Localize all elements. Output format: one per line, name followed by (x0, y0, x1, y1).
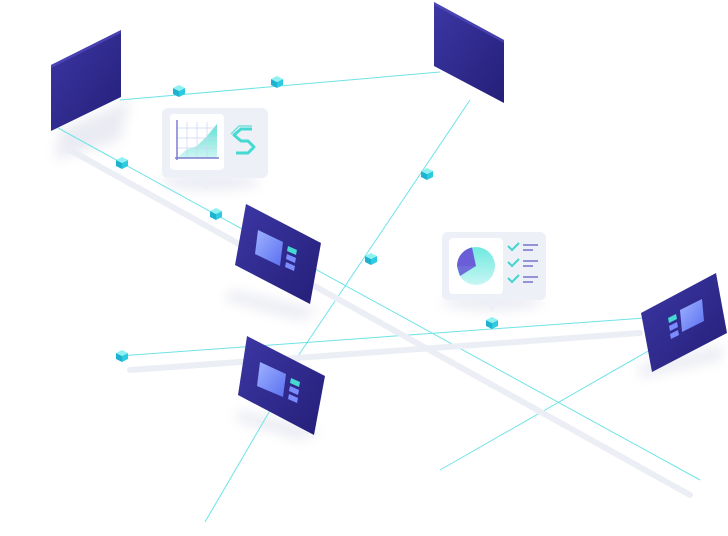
connector-node (210, 208, 222, 220)
connector-node (365, 253, 377, 265)
shadows (55, 100, 725, 440)
window-icon (668, 299, 704, 339)
device-tile-lower (238, 336, 325, 435)
stack-logo-icon (230, 125, 256, 155)
connector-line (439, 349, 651, 471)
faint-lines (67, 147, 693, 498)
connector-line (57, 127, 701, 481)
connector-node (421, 168, 433, 180)
connector-lines (57, 71, 701, 523)
report-card (442, 232, 546, 312)
device-tile-right (641, 273, 727, 372)
device-tile-center (235, 204, 321, 304)
vertical-panel-top-left (51, 30, 121, 131)
vertical-panel-top-right (434, 2, 504, 103)
connector-node (173, 85, 185, 97)
window-icon (257, 362, 300, 403)
connector-line (204, 389, 283, 523)
connector-node (116, 157, 128, 169)
area-chart-icon (175, 120, 219, 160)
analytics-card (162, 108, 268, 190)
connector-node (271, 76, 283, 88)
pie-chart-icon (456, 247, 495, 285)
checklist-icon (507, 242, 538, 284)
window-icon (255, 230, 297, 271)
connector-line (117, 317, 646, 357)
connector-node (486, 317, 498, 329)
connector-line (289, 99, 471, 369)
connector-nodes (116, 76, 498, 362)
connector-node (116, 350, 128, 362)
